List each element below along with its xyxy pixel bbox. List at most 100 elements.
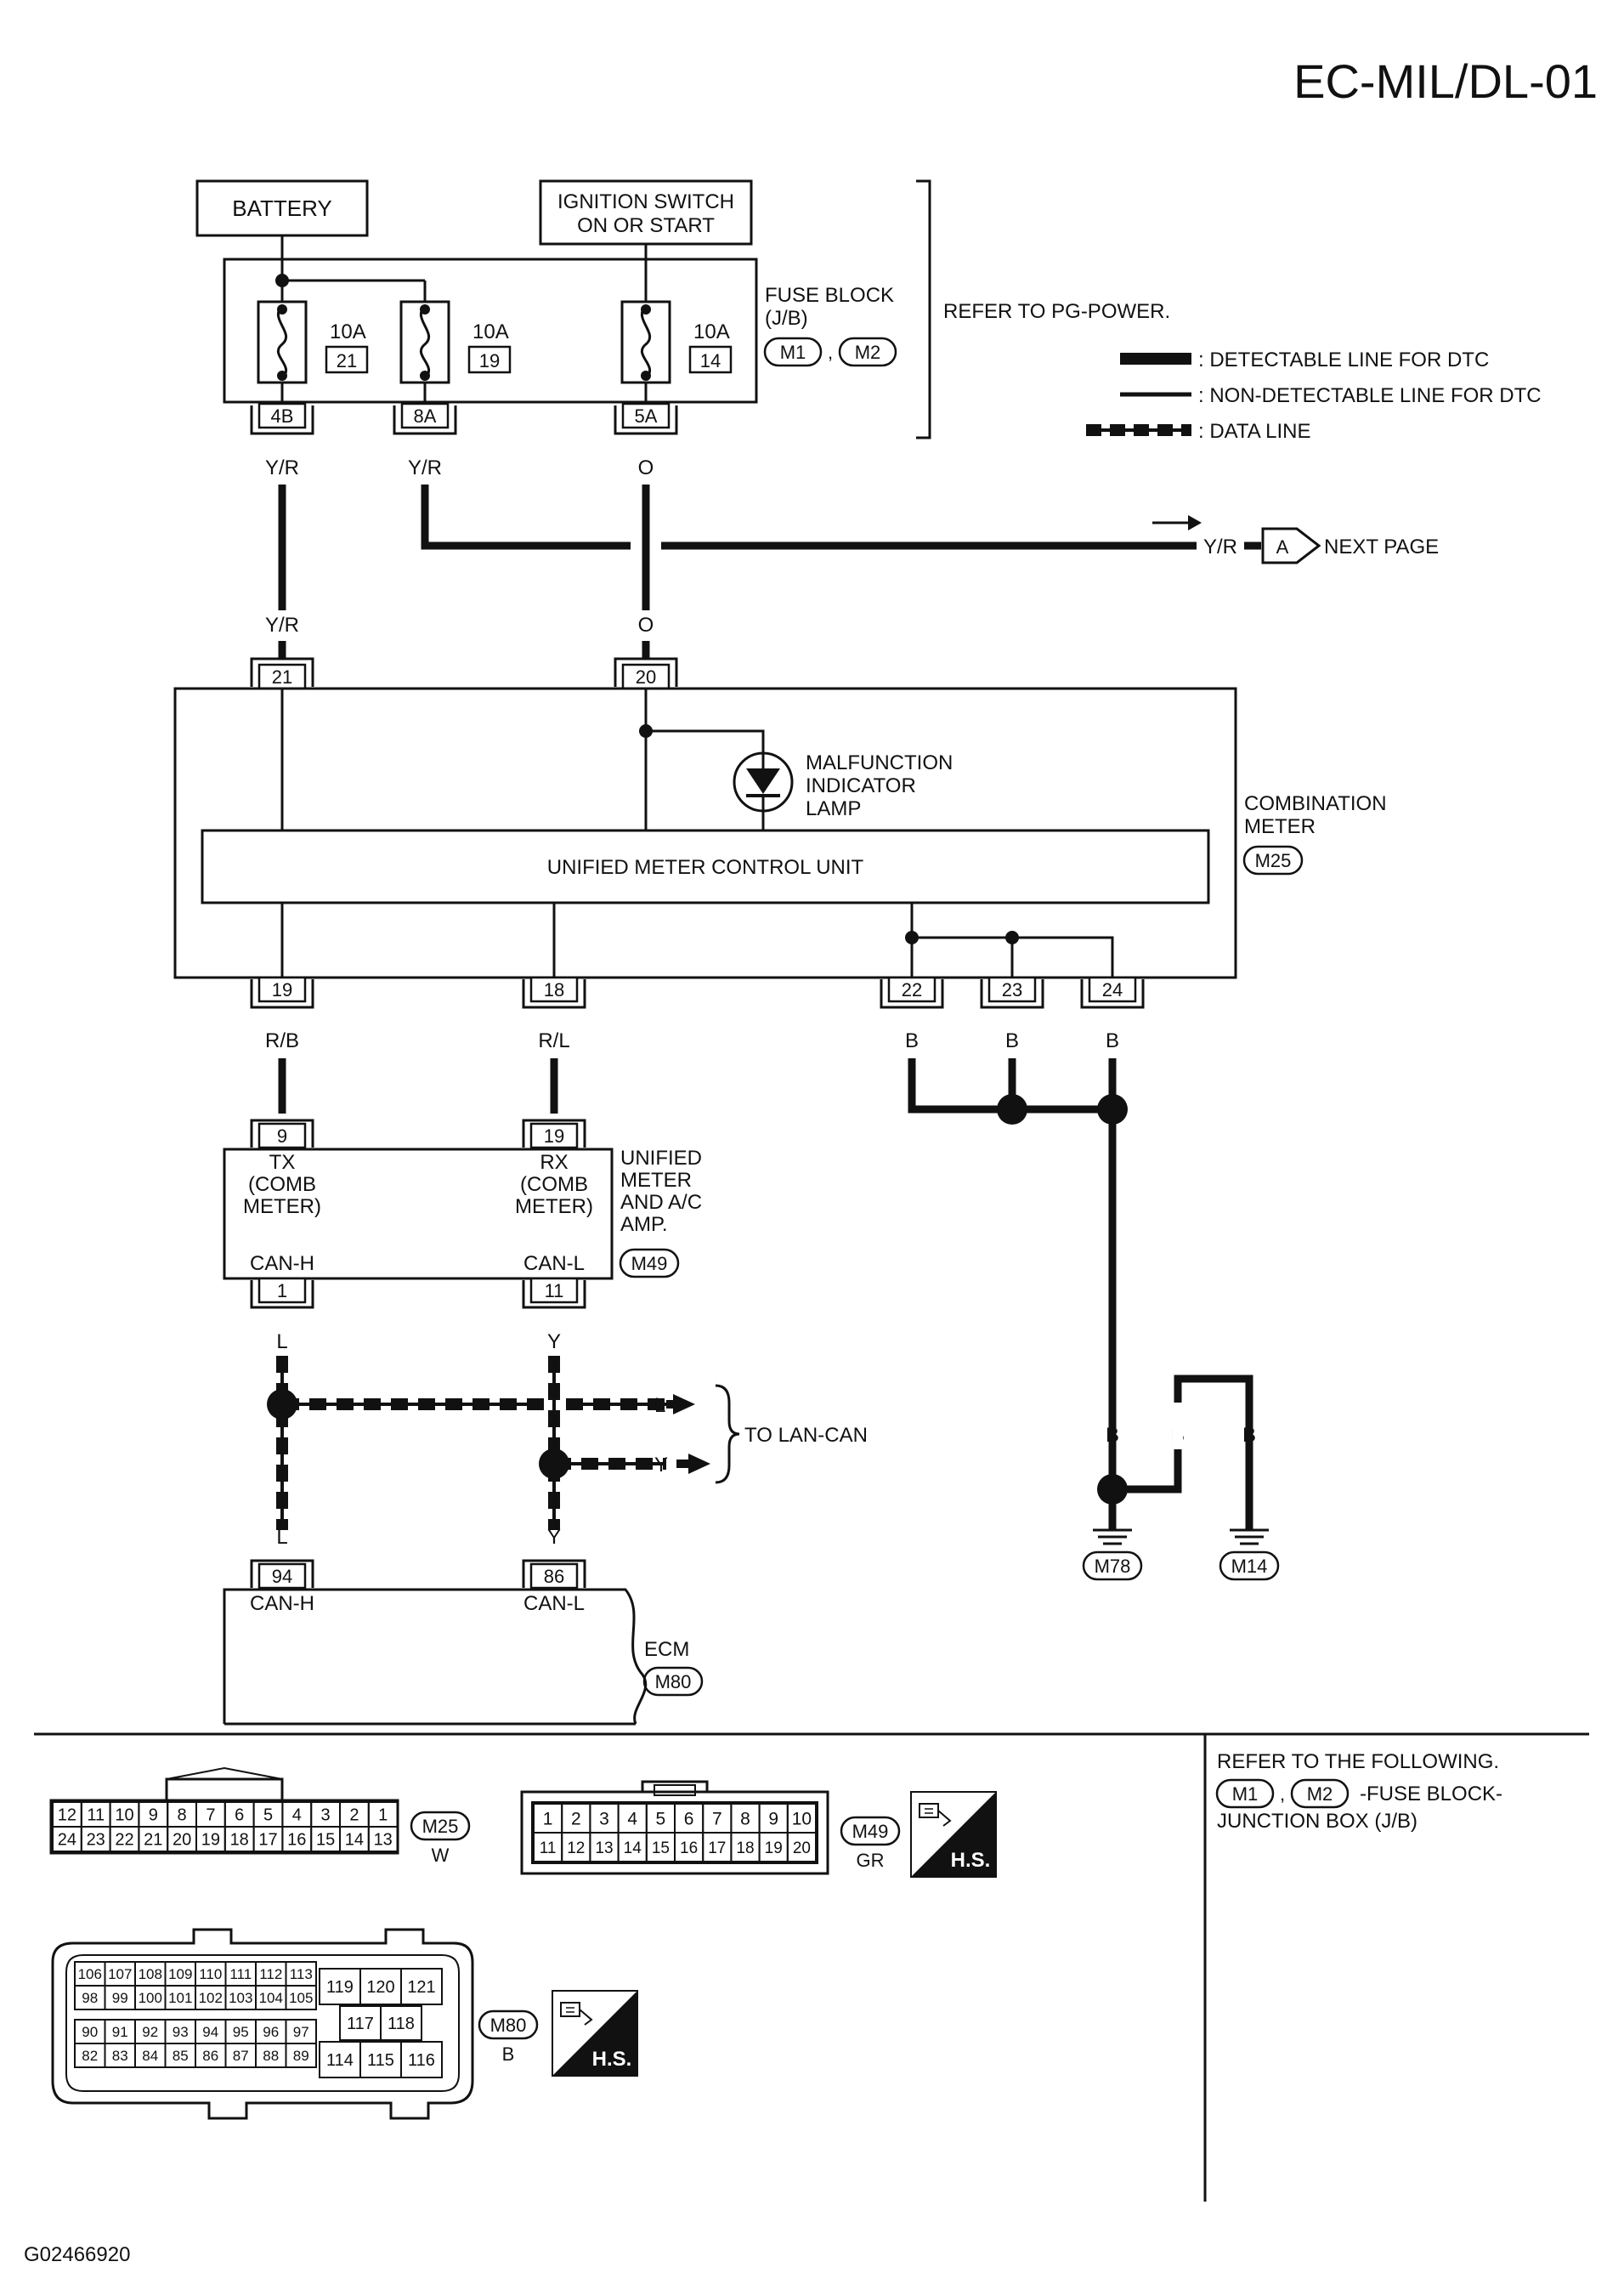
svg-text:4B: 4B [271,405,294,427]
fuse-21-amp: 10A [330,320,366,343]
wire-color-yr-3: Y/R [265,614,299,637]
refer-note-line3: JUNCTION BOX (J/B) [1217,1810,1417,1833]
conn-m80-label: M80 [655,1671,692,1692]
m80-pin-115-label: 115 [367,2051,394,2070]
gnd-splice-1 [997,1094,1027,1125]
m25-pin-7-label: 7 [206,1806,215,1825]
next-page-wire: Y/R [1203,536,1237,558]
gnd-splice-main [1097,1474,1128,1505]
mil-label-1: MALFUNCTION [806,751,953,774]
control-unit-label: UNIFIED METER CONTROL UNIT [547,856,864,879]
mil-label-2: INDICATOR [806,774,916,797]
ecm-label: ECM [644,1638,689,1661]
m25-pin-9-label: 9 [149,1806,158,1825]
svg-text:21: 21 [272,666,292,688]
wire-color-yr-2: Y/R [408,456,442,479]
fuse-21-num: 21 [337,350,357,371]
m80-pin-113-label: 113 [290,1966,313,1982]
ground-m78-label: M78 [1095,1556,1131,1577]
m80-pin-105-label: 105 [289,1990,313,2006]
refer-note-m1-badge [1215,1778,1275,1809]
amp-label-3: AND A/C [620,1191,702,1214]
m49-pin-8-label: 8 [740,1810,750,1829]
conn-m25-face-badge [410,1811,471,1841]
combination-meter-label-2: METER [1244,815,1316,838]
fuse-19-pin-top [420,304,430,315]
can-l-splice [539,1448,569,1479]
mil-diode-triangle [746,768,780,794]
m25-pin-16-label: 16 [287,1831,306,1850]
hs-icon-m80: H.S. [552,1990,638,2077]
refer-note-m1: M1 [1232,1783,1259,1805]
terminal-24-meter: 24 [1080,976,1145,1009]
fuse-21-pin-top [277,304,287,315]
amp-rx-2: (COMB [520,1173,588,1196]
unified-amp-box [223,1148,614,1280]
m49-pin-11-label: 11 [540,1839,557,1857]
m80-pin-104-label: 104 [259,1990,283,2006]
amp-tx-1: TX [269,1151,296,1174]
amp-tx-2: (COMB [248,1173,316,1196]
m80-pin-86-label: 86 [202,2048,218,2064]
next-page-marker-shape [1261,527,1321,564]
conn-m49-face-badge [840,1816,901,1846]
m25-pin-13-cell [367,1826,399,1852]
unified-meter-control-unit [201,829,1210,904]
wire-color-b-23: B [1005,1029,1019,1052]
m80-pin-88-label: 88 [263,2048,279,2064]
gnd-jumper [1112,1375,1253,1494]
can-wire-y-bottom: Y [547,1526,561,1549]
legend-data: : DATA LINE [1198,420,1310,443]
m80-pin-97-label: 97 [293,2024,309,2040]
page-title: EC-MIL/DL-01 [1293,54,1598,108]
conn-m25-badge [1242,845,1304,876]
m25-pin-6-label: 6 [235,1806,244,1825]
m80-pin-117-label: 117 [347,2015,374,2033]
amp-rx-1: RX [540,1151,568,1174]
meter-gnd-bus [912,936,1114,978]
m80-pin-109-label: 109 [168,1966,192,1982]
m80-pin-108-label: 108 [139,1966,162,1982]
m80-pin-87-label: 87 [233,2048,249,2064]
conn-m1-badge [763,337,823,367]
ignition-label-1: IGNITION SWITCH [557,190,734,213]
wire-color-o: O [638,456,654,479]
refer-note-m2-badge [1290,1778,1350,1809]
fuse-block-label-1: FUSE BLOCK [765,284,894,307]
svg-text:24: 24 [1102,979,1123,1000]
svg-text:20: 20 [636,666,656,688]
svg-text:5A: 5A [635,405,658,427]
m80-pin-120-label: 120 [366,1978,394,1997]
wire-color-rl: R/L [538,1029,569,1052]
terminal-8a: 8A [393,402,457,435]
m25-pin-8-label: 8 [178,1806,187,1825]
m49-pin-15-label: 15 [652,1839,670,1857]
m80-pin-94-label: 94 [202,2024,218,2040]
m25-pin-19-label: 19 [201,1831,220,1850]
refer-note-m2: M2 [1307,1783,1333,1805]
m25-pin-2-label: 2 [349,1806,359,1825]
terminal-1-amp: 1 [250,1277,314,1309]
terminal-18-meter: 18 [522,976,586,1009]
ecm-can-l: CAN-L [523,1592,585,1615]
terminal-19-amp: 19 [522,1119,586,1149]
refer-pg-power: REFER TO PG-POWER. [943,300,1170,323]
wire-color-rb: R/B [265,1029,299,1052]
svg-text:23: 23 [1002,979,1022,1000]
terminal-5a: 5A [614,402,678,435]
m80-pin-93-label: 93 [173,2024,189,2040]
terminal-11-amp: 11 [522,1277,586,1309]
refer-note-line2: -FUSE BLOCK- [1360,1783,1502,1805]
m80-pin-103-label: 103 [229,1990,252,2006]
amp-can-h: CAN-H [250,1252,314,1275]
amp-label-1: UNIFIED [620,1147,702,1170]
m80-pin-112-label: 112 [259,1966,282,1982]
combination-meter-box [173,687,1237,979]
m49-pin-19-label: 19 [765,1839,783,1857]
conn-m80-color: B [502,2043,515,2065]
terminal-19-meter: 19 [250,976,314,1009]
svg-text:1: 1 [277,1280,287,1301]
